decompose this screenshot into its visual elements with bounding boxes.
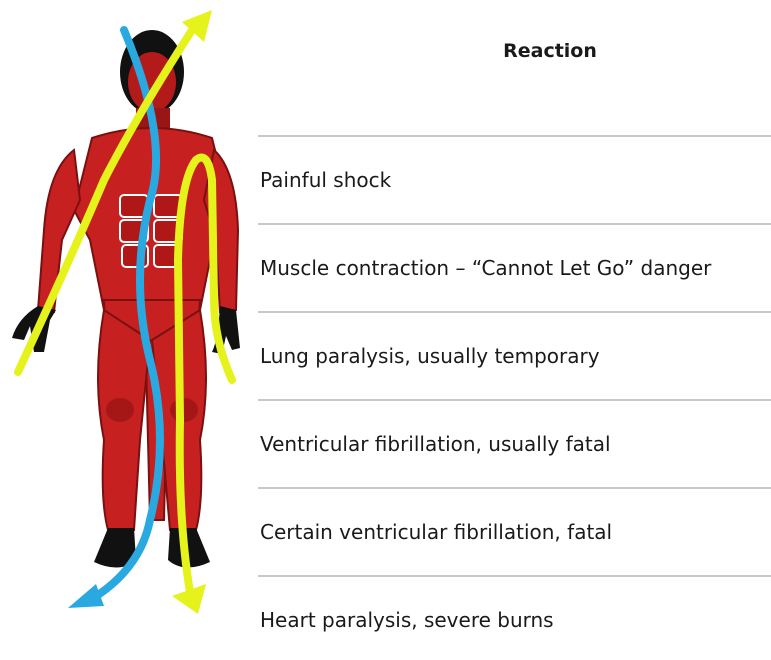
reaction-column-header: Reaction [400, 40, 700, 62]
table-divider [258, 135, 771, 137]
table-row: Muscle contraction – “Cannot Let Go” dan… [260, 256, 711, 280]
table-row: Painful shock [260, 168, 391, 192]
table-row: Lung paralysis, usually temporary [260, 344, 600, 368]
table-row: Heart paralysis, severe burns [260, 608, 554, 632]
table-row: Ventricular fibrillation, usually fatal [260, 432, 611, 456]
table-divider [258, 575, 771, 577]
table-divider [258, 311, 771, 313]
table-divider [258, 223, 771, 225]
table-divider [258, 399, 771, 401]
table-row: Certain ventricular fibrillation, fatal [260, 520, 612, 544]
human-muscle-anatomy-icon [0, 0, 250, 660]
table-divider [258, 487, 771, 489]
body-silhouette [12, 30, 240, 568]
